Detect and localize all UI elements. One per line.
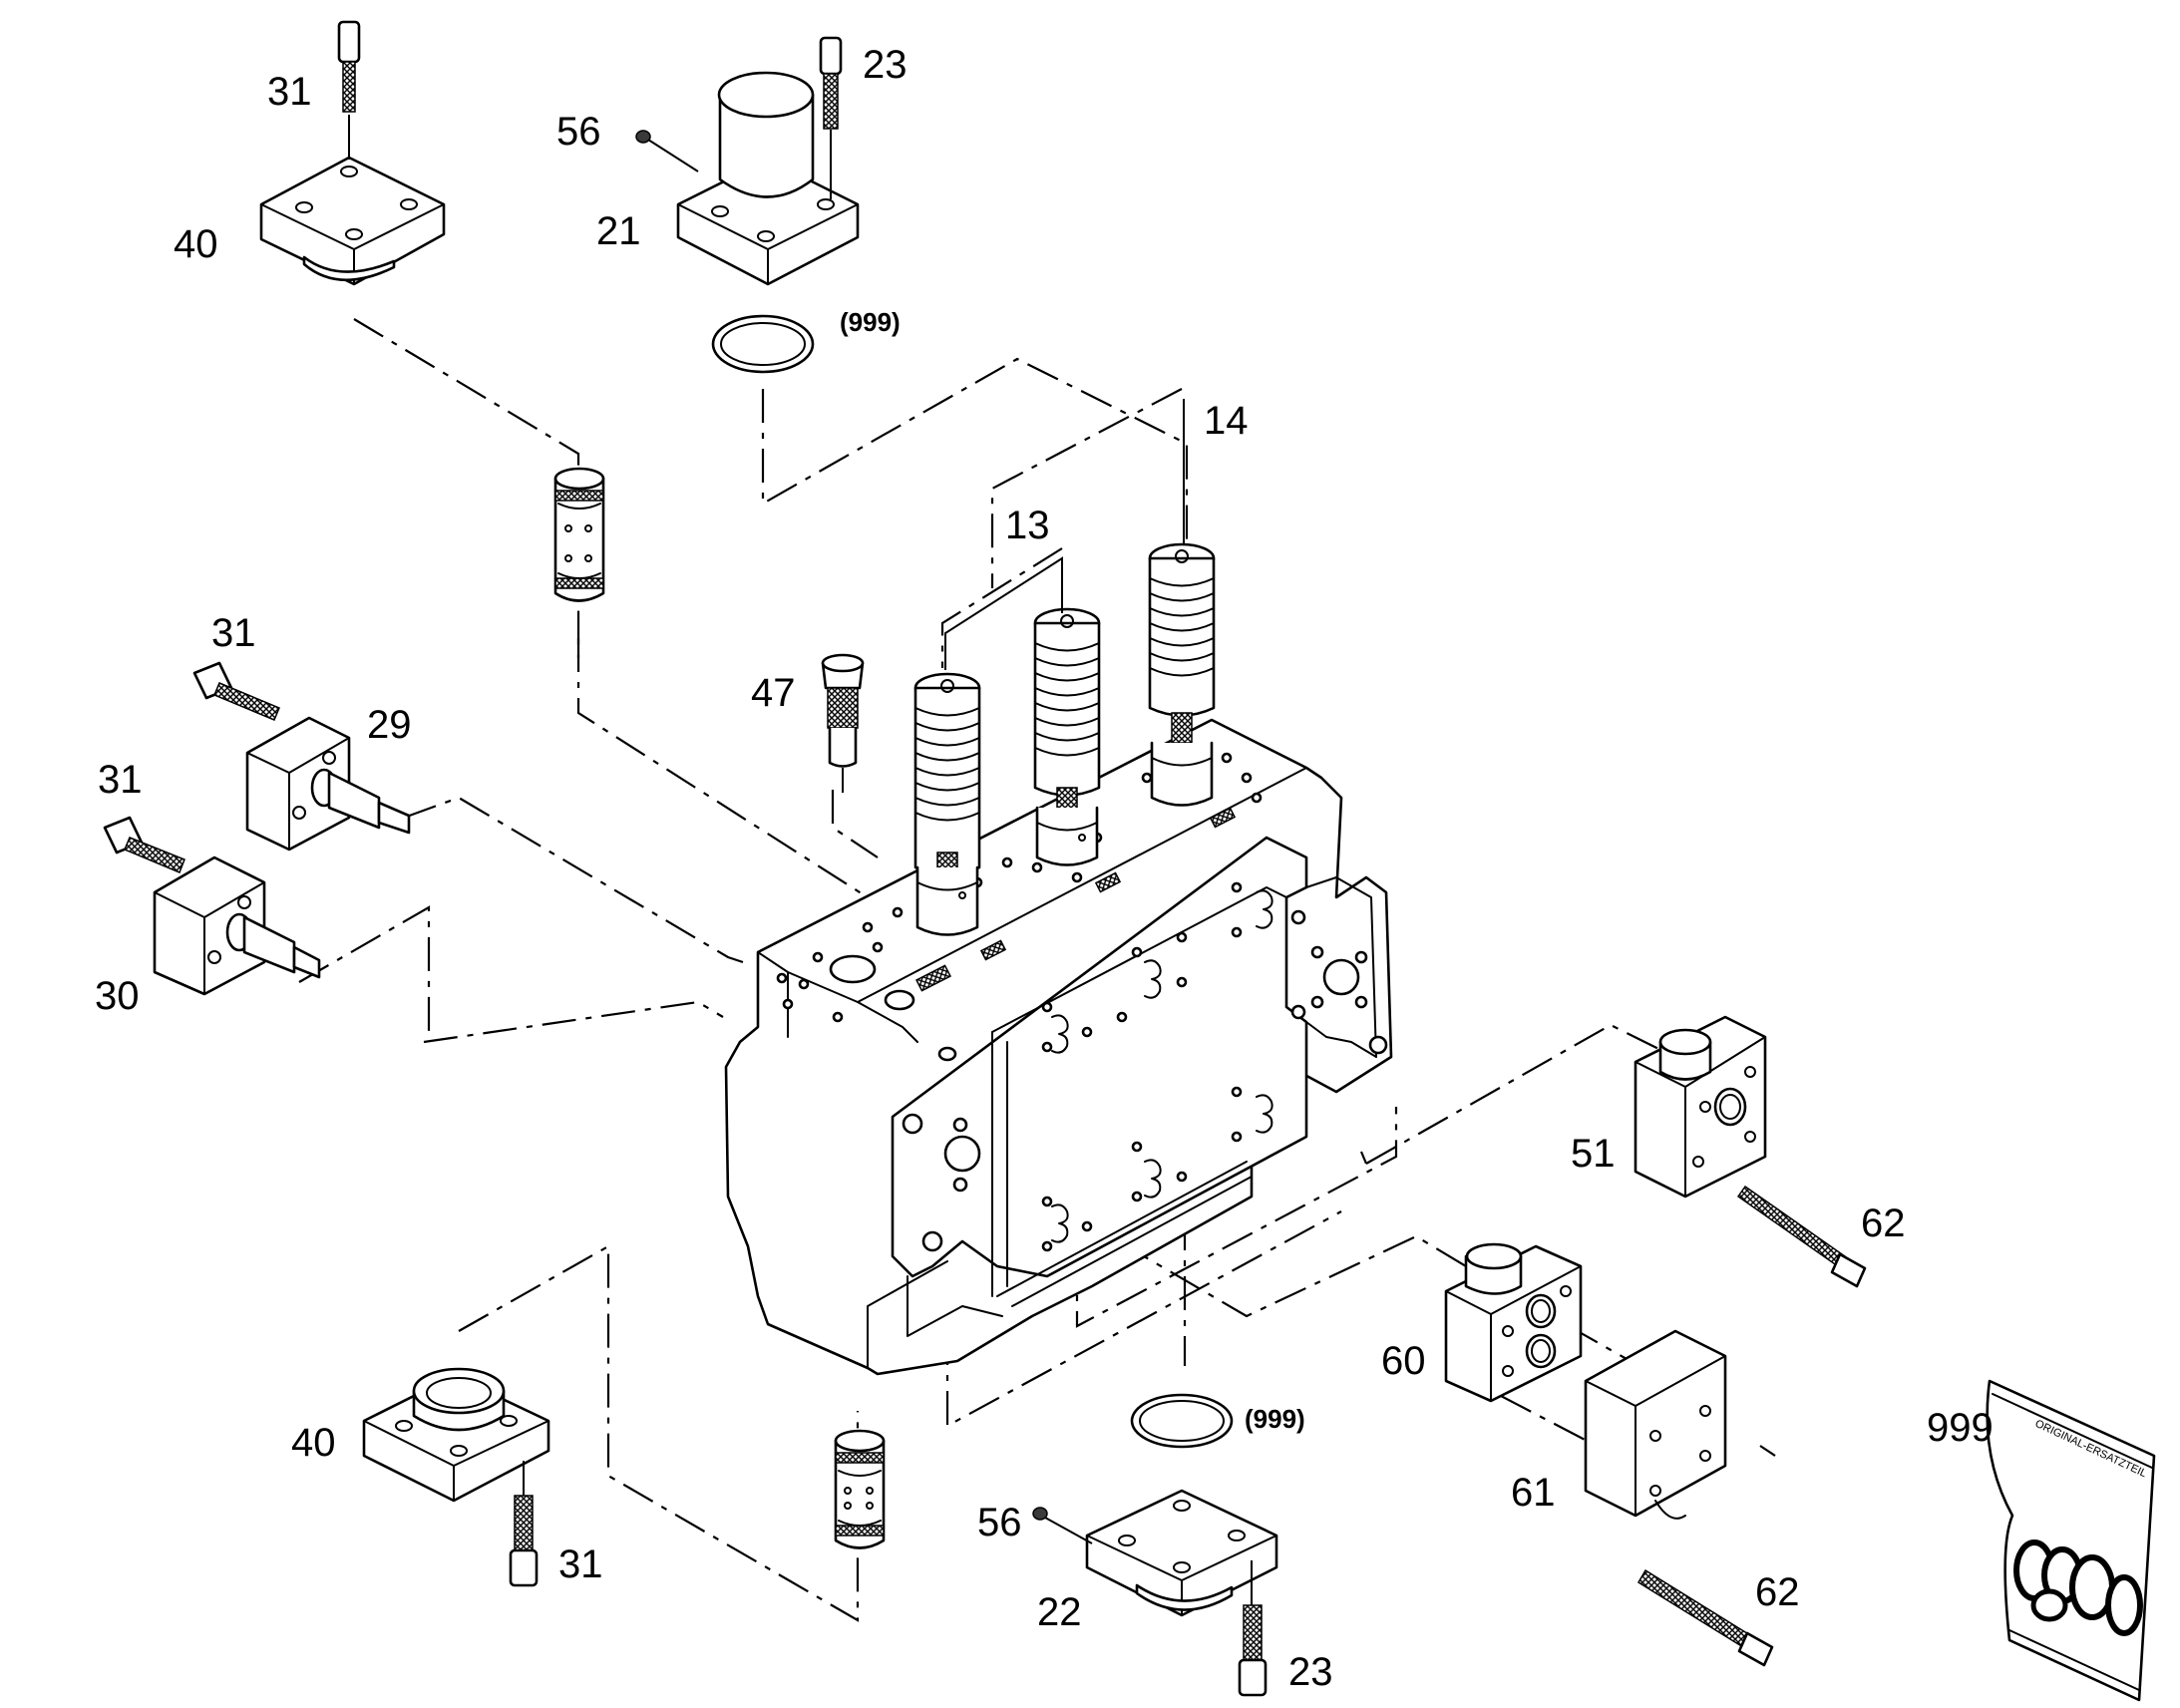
leader-13-14: [944, 399, 1185, 670]
seal-kit-bag: ORIGINAL-ERSATZTEIL: [1986, 1379, 2156, 1702]
callout-61: 61: [1511, 1471, 1556, 1515]
callout-14: 14: [1204, 399, 1249, 443]
callout-40-top: 40: [174, 222, 218, 266]
part-31-bolt-29: [192, 661, 280, 721]
part-40-bottom-cover: [362, 1367, 550, 1503]
part-22-cover: [1085, 1489, 1278, 1617]
callout-22: 22: [1037, 1590, 1082, 1634]
callout-60: 60: [1381, 1339, 1426, 1383]
part-999-bottom-oring: [1130, 1393, 1234, 1449]
callout-23-bottom: 23: [1288, 1650, 1333, 1694]
callout-51: 51: [1571, 1132, 1616, 1176]
callout-999-bottom: (999): [1245, 1404, 1305, 1434]
part-61-block: [1584, 1329, 1727, 1520]
callout-31-left: 31: [98, 758, 143, 802]
part-56-top-plug: [635, 130, 699, 172]
callout-56-bottom: 56: [977, 1501, 1022, 1544]
part-31-top-bolt: [337, 20, 361, 160]
part-47-plug: [821, 653, 865, 793]
part-62-top-bolt: [1736, 1185, 1867, 1288]
part-23-top-screw: [819, 36, 843, 199]
callout-31-mid: 31: [211, 611, 256, 655]
callout-62-top: 62: [1861, 1201, 1906, 1245]
callout-31-top: 31: [267, 70, 312, 114]
callout-30: 30: [95, 974, 140, 1018]
part-31-bottom-bolt: [509, 1461, 539, 1587]
part-29-block: [245, 716, 411, 852]
callout-47: 47: [751, 671, 796, 715]
part-31-bolt-30: [103, 816, 185, 873]
part-999-top-oring: [711, 314, 815, 374]
part-62-bottom-bolt: [1636, 1568, 1774, 1667]
part-51-block: [1634, 1015, 1767, 1198]
callout-31-bottom: 31: [558, 1542, 603, 1586]
valve-body-housing: [724, 718, 1393, 1376]
pressure-valve-b: [1033, 607, 1101, 866]
callout-56-top: 56: [556, 110, 601, 154]
callout-999-bag: 999: [1927, 1406, 1994, 1450]
callouts: 31 40 56 21 23 (999) 14 13 47 31 29 31 3…: [95, 43, 1994, 1694]
pressure-valve-c: [1148, 542, 1216, 807]
cartridge-valve-upper: [553, 467, 605, 602]
callout-29: 29: [367, 703, 412, 747]
callout-999-top: (999): [840, 307, 901, 337]
part-56-bottom-plug: [1032, 1507, 1093, 1544]
callout-13: 13: [1005, 504, 1050, 547]
callout-21: 21: [596, 209, 641, 253]
callout-23-top: 23: [863, 43, 908, 87]
part-21-solenoid: [676, 71, 860, 286]
part-60-block: [1444, 1242, 1583, 1403]
part-40-top-cover: [259, 156, 446, 286]
pressure-valve-a: [913, 672, 981, 936]
callout-62-bottom: 62: [1755, 1570, 1800, 1614]
cartridge-valve-lower: [834, 1429, 886, 1549]
part-30-block: [153, 855, 321, 996]
callout-40-bottom: 40: [291, 1421, 336, 1465]
bag-o-rings: [2013, 1539, 2143, 1636]
part-23-bottom-screw: [1238, 1560, 1268, 1697]
